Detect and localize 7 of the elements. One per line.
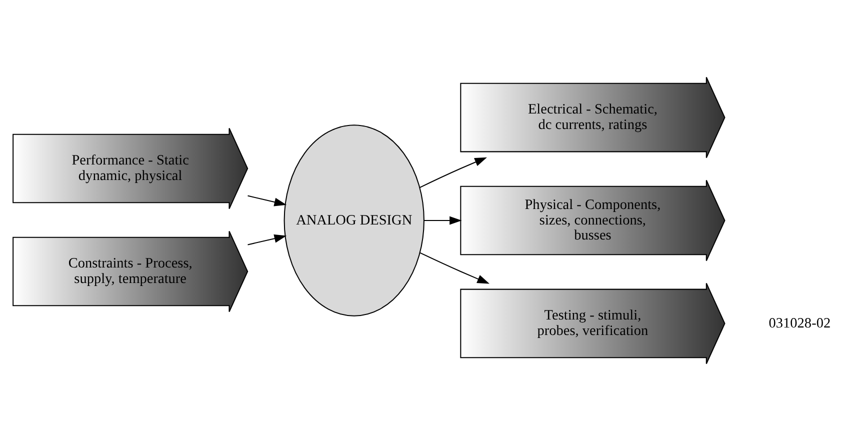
arrow (419, 157, 486, 188)
node-ellipse: ANALOG DESIGN (283, 124, 424, 316)
arrow (247, 234, 286, 246)
arrow (247, 195, 286, 206)
label: 031028-02 (768, 315, 830, 332)
arrow (419, 252, 489, 284)
arrow (424, 216, 462, 225)
